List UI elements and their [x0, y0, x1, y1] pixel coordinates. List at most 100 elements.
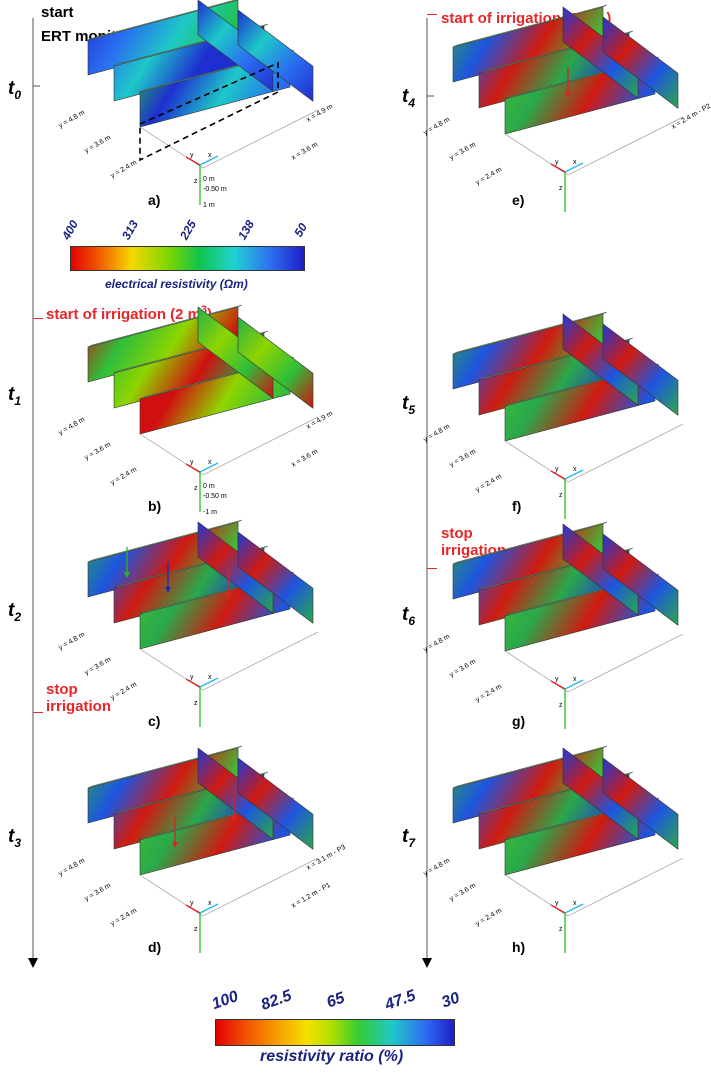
x-axis-letter-e: x — [573, 159, 577, 166]
y-label-48-h: y = 4.8 m — [423, 857, 452, 878]
x-axis-arrow-g — [564, 679, 584, 690]
colorbar-ratio-label: resistivity ratio (%) — [260, 1048, 404, 1065]
time-label-t2: t2 — [8, 600, 22, 624]
y-label-24-a: y = 2.4 m — [110, 159, 139, 180]
event-tick — [427, 568, 437, 569]
z-axis-letter-c: z — [194, 700, 198, 707]
y-axis-arrow-f — [550, 470, 566, 480]
y-axis-arrow-b — [185, 463, 201, 473]
colorbar-resistivity — [70, 246, 305, 271]
x-label-b-0: x = 4.9 m — [306, 410, 335, 431]
y-label-48-d: y = 4.8 m — [58, 857, 87, 878]
infiltration-arrowhead-c-2 — [226, 594, 232, 600]
y-axis-arrow-h — [550, 904, 566, 914]
x-axis-letter-d: x — [208, 900, 212, 907]
panel-label-f: f) — [512, 498, 522, 514]
block-base-g — [504, 633, 684, 693]
z-depth-050-a: -0.50 m — [203, 186, 227, 193]
time-label-t3: t3 — [8, 826, 22, 850]
y-axis-arrow-d — [185, 904, 201, 914]
event-tick — [33, 318, 43, 319]
y-label-24-c: y = 2.4 m — [110, 681, 139, 702]
transverse-slice-c-1 — [237, 531, 314, 624]
y-label-36-d: y = 3.6 m — [84, 882, 113, 903]
x-label-a-1: x = 3.6 m — [291, 141, 320, 162]
event-tick — [427, 14, 437, 15]
x-axis-arrow-c — [199, 677, 219, 688]
infiltration-arrowhead-c-0 — [124, 572, 130, 578]
x-axis-letter-h: x — [573, 900, 577, 907]
block-base-e — [504, 116, 684, 176]
x-axis-arrow-b — [199, 462, 219, 473]
y-axis-letter-e: y — [555, 159, 559, 166]
z-axis-letter-g: z — [559, 702, 563, 709]
y-label-36-a: y = 3.6 m — [84, 134, 113, 155]
y-label-24-g: y = 2.4 m — [475, 683, 504, 704]
time-label-t1: t1 — [8, 384, 22, 408]
infiltration-arrowhead-c-1 — [165, 587, 171, 593]
y-label-36-b: y = 3.6 m — [84, 441, 113, 462]
y-axis-letter-g: y — [555, 676, 559, 683]
y-axis-arrow-a — [185, 156, 201, 166]
panel-label-b: b) — [148, 498, 162, 514]
x-axis-letter-c: x — [208, 674, 212, 681]
time-label-t7: t7 — [402, 826, 416, 850]
infiltration-arrowhead-d-0 — [172, 842, 178, 848]
block-base-f — [504, 423, 684, 483]
event-tick — [33, 712, 43, 713]
y-axis-letter-c: y — [190, 674, 194, 681]
y-label-24-f: y = 2.4 m — [475, 473, 504, 494]
transverse-slice-d-1 — [237, 757, 314, 850]
panel-label-d: d) — [148, 939, 162, 955]
y-label-36-e: y = 3.6 m — [449, 141, 478, 162]
z-axis-letter-e: z — [559, 185, 563, 192]
z-axis-letter-h: z — [559, 926, 563, 933]
z-depth-1-b: -1 m — [203, 509, 217, 516]
y-label-36-c: y = 3.6 m — [84, 656, 113, 677]
y-label-48-a: y = 4.8 m — [58, 109, 87, 130]
block-base-h — [504, 857, 684, 917]
y-label-36-f: y = 3.6 m — [449, 448, 478, 469]
y-axis-arrow-g — [550, 680, 566, 690]
time-label-t5: t5 — [402, 393, 416, 417]
panel-label-c: c) — [148, 713, 161, 729]
y-label-48-g: y = 4.8 m — [423, 633, 452, 654]
x-label-b-1: x = 3.6 m — [291, 448, 320, 469]
y-label-48-c: y = 4.8 m — [58, 631, 87, 652]
x-label-d-1: x = 1.2 m - P1 — [291, 882, 332, 910]
y-label-24-d: y = 2.4 m — [110, 907, 139, 928]
z-axis-letter-d: z — [194, 926, 198, 933]
x-label-a-0: x = 4.9 m — [306, 103, 335, 124]
y-label-48-e: y = 4.8 m — [423, 116, 452, 137]
z-depth-0-b: 0 m — [203, 483, 215, 490]
panel-label-h: h) — [512, 939, 526, 955]
transverse-slice-h-1 — [602, 757, 679, 850]
x-axis-letter-f: x — [573, 466, 577, 473]
x-axis-arrow-h — [564, 903, 584, 914]
y-label-24-h: y = 2.4 m — [475, 907, 504, 928]
x-axis-letter-a: x — [208, 152, 212, 159]
infiltration-arrowhead-d-1 — [231, 816, 237, 822]
y-axis-letter-d: y — [190, 900, 194, 907]
y-label-48-f: y = 4.8 m — [423, 423, 452, 444]
time-label-t4: t4 — [402, 86, 416, 110]
transverse-slice-g-1 — [602, 533, 679, 626]
y-axis-arrow-e — [550, 163, 566, 173]
transverse-slice-b-1 — [237, 316, 314, 409]
y-label-48-b: y = 4.8 m — [58, 416, 87, 437]
z-axis-letter-b: z — [194, 485, 198, 492]
x-axis-letter-g: x — [573, 676, 577, 683]
y-axis-letter-a: y — [190, 152, 194, 159]
z-depth-0-a: 0 m — [203, 176, 215, 183]
time-label-t0: t0 — [8, 78, 22, 102]
x-axis-letter-b: x — [208, 459, 212, 466]
start-label: start — [41, 4, 74, 21]
block-base-a — [139, 109, 319, 169]
x-axis-arrow-f — [564, 469, 584, 480]
block-base-b — [139, 416, 319, 476]
infiltration-arrowhead-e-0 — [565, 92, 571, 98]
x-axis-arrow-a — [199, 155, 219, 166]
x-axis-arrow-d — [199, 903, 219, 914]
block-base-d — [139, 857, 319, 917]
panel-label-a: a) — [148, 192, 161, 208]
